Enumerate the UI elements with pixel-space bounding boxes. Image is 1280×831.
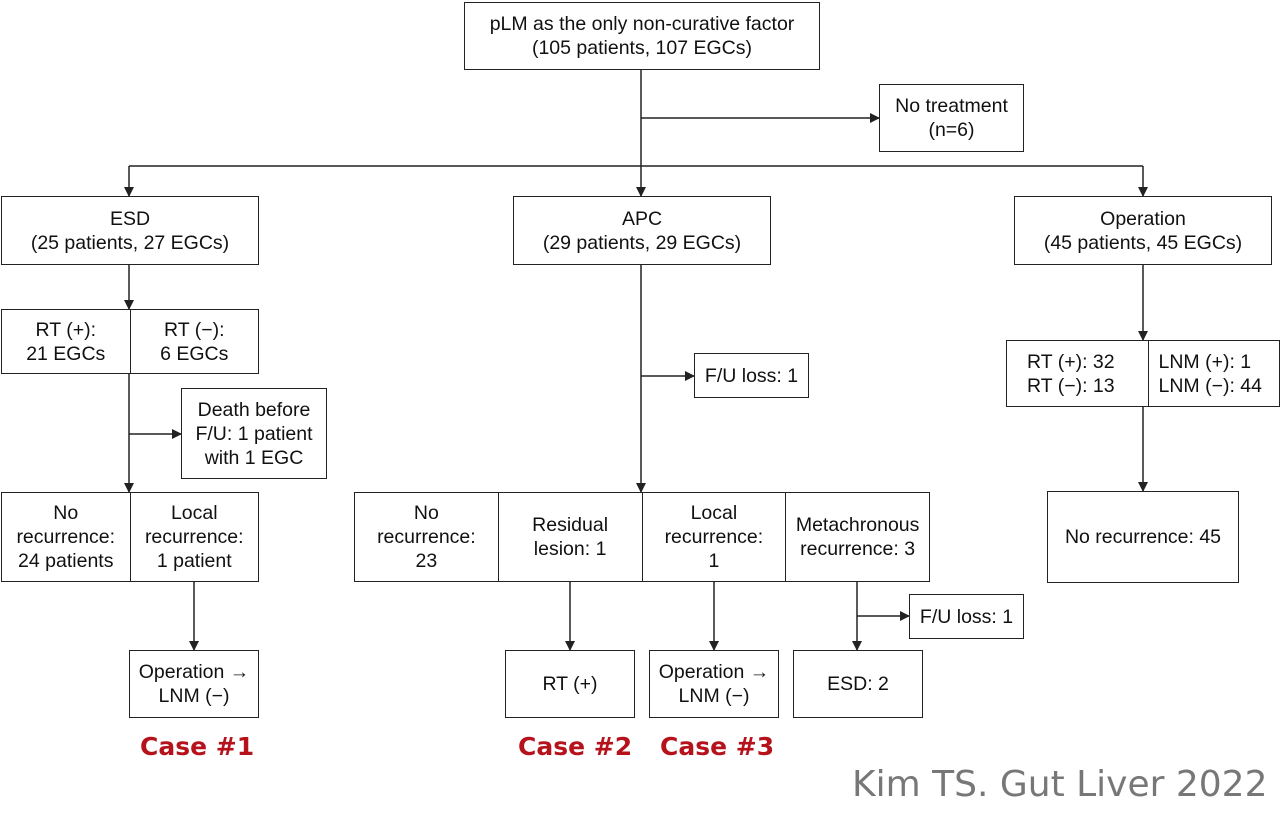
apc-fu-loss-box: F/U loss: 1 (694, 353, 809, 398)
operation-rt-line1: RT (+): 32 (1027, 350, 1115, 373)
esd-no-recurrence-line3: 24 patients (18, 550, 114, 572)
apc-local-recurrence: Local recurrence: 1 (641, 493, 786, 581)
apc-title: APC (621, 207, 663, 230)
apc-no-recurrence-line3: 23 (415, 550, 438, 572)
no-treatment-line2: (n=6) (928, 119, 975, 141)
operation-lnm-line1: LNM (+): 1 (1158, 350, 1252, 373)
esd-death-line2: F/U: 1 patient (195, 422, 313, 445)
apc-meta-fu-loss-text: F/U loss: 1 (919, 605, 1014, 628)
esd-outcome-line2: LNM (−) (158, 685, 230, 707)
case-2-label: Case #2 (518, 732, 633, 761)
apc-fu-loss-text: F/U loss: 1 (704, 364, 799, 387)
esd-title: ESD (109, 207, 151, 230)
apc-local-recurrence-line3: 1 (708, 550, 720, 572)
esd-rt-positive-line1: RT (+): (35, 318, 97, 341)
apc-no-recurrence-line1: No (413, 502, 439, 524)
esd-box: ESD (25 patients, 27 EGCs) (1, 196, 259, 265)
apc-local-outcome-box: Operation → LNM (−) (649, 650, 779, 718)
apc-recurrence-box: No recurrence: 23 Residual lesion: 1 Loc… (354, 492, 930, 582)
esd-rt-positive-line2: 21 EGCs (26, 342, 106, 365)
apc-box: APC (29 patients, 29 EGCs) (513, 196, 771, 265)
root-line1: pLM as the only non-curative factor (489, 13, 795, 35)
citation: Kim TS. Gut Liver 2022 (852, 764, 1268, 805)
esd-recurrence-box: No recurrence: 24 patients Local recurre… (1, 492, 259, 582)
esd-outcome-line1: Operation → (138, 661, 250, 683)
apc-local-outcome-line2: LNM (−) (678, 685, 750, 707)
esd-local-recurrence: Local recurrence: 1 patient (129, 493, 259, 581)
operation-title: Operation (1100, 207, 1186, 230)
apc-local-outcome-line1: Operation → (658, 661, 770, 683)
apc-metachronous-line2: recurrence: 3 (800, 538, 916, 560)
apc-meta-fu-loss-box: F/U loss: 1 (909, 594, 1024, 639)
esd-local-recurrence-line1: Local (170, 502, 218, 524)
esd-outcome-box: Operation → LNM (−) (129, 650, 259, 718)
operation-subtitle: (45 patients, 45 EGCs) (1043, 231, 1243, 254)
operation-no-recurrence-box: No recurrence: 45 (1047, 491, 1239, 583)
apc-local-recurrence-line1: Local (690, 502, 738, 524)
apc-residual-line2: lesion: 1 (533, 538, 607, 560)
esd-rt-positive: RT (+): 21 EGCs (2, 310, 130, 373)
apc-residual-outcome-text: RT (+) (542, 673, 598, 695)
apc-no-recurrence-line2: recurrence: (377, 526, 476, 548)
apc-subtitle: (29 patients, 29 EGCs) (542, 231, 742, 254)
apc-metachronous: Metachronous recurrence: 3 (785, 493, 929, 581)
esd-subtitle: (25 patients, 27 EGCs) (30, 231, 230, 254)
apc-residual-outcome-box: RT (+) (505, 650, 635, 718)
operation-lnm-line2: LNM (−): 44 (1158, 374, 1263, 397)
apc-meta-outcome-box: ESD: 2 (793, 650, 923, 718)
apc-no-recurrence: No recurrence: 23 (355, 493, 498, 581)
no-treatment-box: No treatment (n=6) (879, 84, 1024, 152)
operation-lnm: LNM (+): 1 LNM (−): 44 (1147, 341, 1280, 406)
apc-residual-line1: Residual (532, 514, 609, 536)
esd-death-line1: Death before (197, 398, 311, 421)
operation-rt-line2: RT (−): 13 (1027, 374, 1115, 397)
operation-rt-lnm-box: RT (+): 32 RT (−): 13 LNM (+): 1 LNM (−)… (1006, 340, 1280, 407)
esd-death-line3: with 1 EGC (204, 446, 304, 469)
apc-meta-outcome-text: ESD: 2 (827, 673, 889, 695)
apc-local-recurrence-line2: recurrence: (664, 526, 764, 548)
no-treatment-line1: No treatment (895, 95, 1008, 117)
root-line2: (105 patients, 107 EGCs) (531, 37, 753, 59)
case-1-label: Case #1 (140, 732, 255, 761)
esd-death-box: Death before F/U: 1 patient with 1 EGC (181, 388, 327, 479)
esd-no-recurrence-line2: recurrence: (16, 526, 116, 548)
esd-rt-box: RT (+): 21 EGCs RT (−): 6 EGCs (1, 309, 259, 374)
esd-local-recurrence-line3: 1 patient (156, 550, 232, 572)
operation-no-recurrence-text: No recurrence: 45 (1064, 526, 1222, 548)
operation-box: Operation (45 patients, 45 EGCs) (1014, 196, 1272, 265)
esd-rt-negative-line2: 6 EGCs (160, 342, 229, 365)
apc-metachronous-line1: Metachronous (795, 514, 920, 536)
esd-local-recurrence-line2: recurrence: (144, 526, 244, 548)
case-3-label: Case #3 (660, 732, 775, 761)
apc-residual: Residual lesion: 1 (497, 493, 642, 581)
esd-rt-negative: RT (−): 6 EGCs (129, 310, 259, 373)
esd-no-recurrence-line1: No (53, 502, 79, 524)
operation-rt: RT (+): 32 RT (−): 13 (1007, 341, 1148, 406)
root-box: pLM as the only non-curative factor (105… (464, 2, 820, 70)
esd-rt-negative-line1: RT (−): (164, 318, 225, 341)
esd-no-recurrence: No recurrence: 24 patients (2, 493, 130, 581)
